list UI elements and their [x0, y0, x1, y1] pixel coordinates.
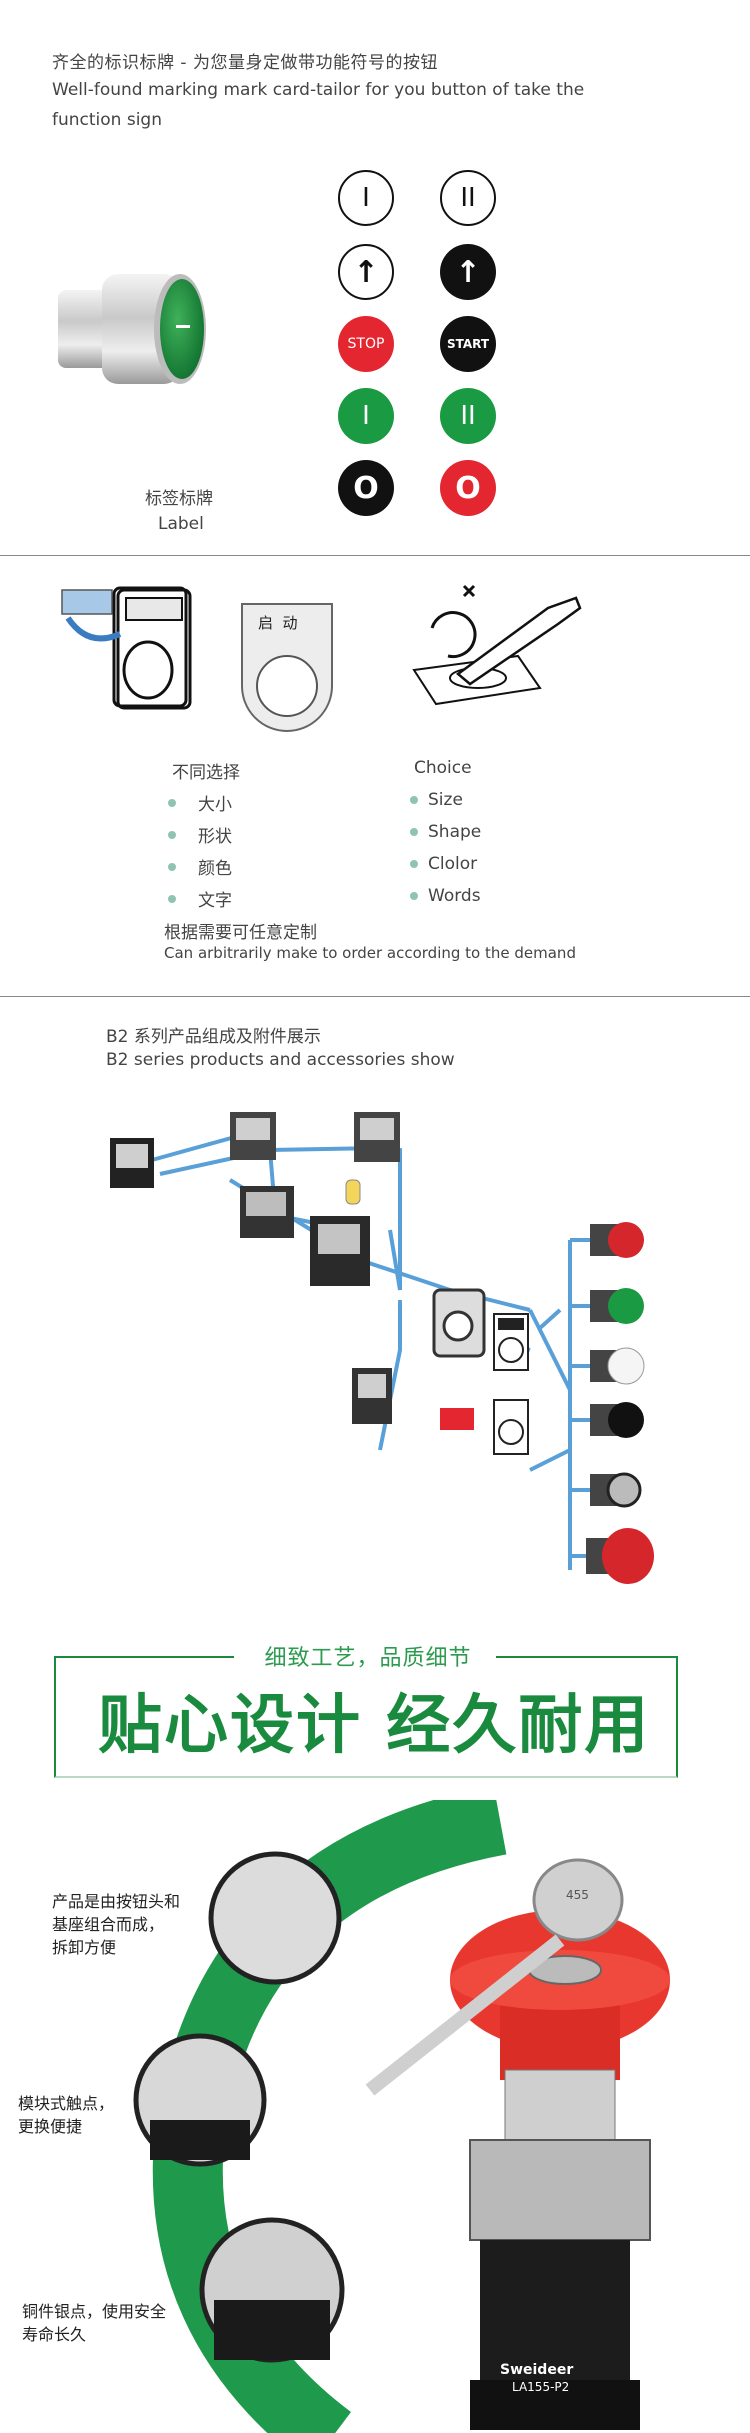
b2-series-exploded-diagram — [110, 1112, 654, 1584]
callout-modular-contacts: 模块式触点， 更换便捷 — [18, 2094, 115, 2136]
brand-label: Sweideer — [500, 2362, 574, 2378]
headline-frame-top-right — [496, 1656, 676, 1658]
choice-item-size-en: Size — [410, 790, 463, 810]
choice-heading-en: Choice — [414, 758, 472, 778]
bullet-icon — [410, 796, 418, 804]
symbol-ii-green: II — [440, 388, 496, 444]
plate-text: 启 动 — [258, 614, 298, 632]
bullet-icon — [168, 830, 176, 839]
symbol-ii-outline: II — [440, 170, 496, 226]
symbol-o-red: O — [440, 460, 496, 516]
headline-subtitle: 细致工艺，品质细节 — [264, 1646, 472, 1671]
choice-item-shape-en: Shape — [410, 822, 481, 842]
bullet-icon — [410, 892, 418, 900]
bullet-icon — [410, 828, 418, 836]
bullet-icon — [168, 798, 176, 807]
bullet-icon — [410, 860, 418, 868]
bullet-icon — [168, 894, 176, 903]
section1-title-en-2: function sign — [52, 110, 162, 130]
headline-frame-top-left — [54, 1656, 234, 1658]
choice-item-color-en: Clolor — [410, 854, 477, 874]
choice-item-size-cn: 大小 — [168, 790, 232, 815]
section-divider-1 — [0, 555, 750, 556]
label-cn: 标签标牌 — [145, 489, 213, 509]
callout-assembly: 产品是由按钮头和 基座组合而成， 拆卸方便 — [52, 1892, 181, 1957]
choice-item-words-cn: 文字 — [168, 886, 232, 911]
label-en: Label — [158, 514, 204, 534]
section1-title-en-1: Well-found marking mark card-tailor for … — [52, 80, 585, 100]
symbol-start: START — [440, 316, 496, 372]
section1-title-cn: 齐全的标识标牌 - 为您量身定做带功能符号的按钮 — [52, 53, 438, 73]
arrow-up-icon: ↑ — [338, 244, 394, 300]
symbol-i-green: I — [338, 388, 394, 444]
plate-illustration — [241, 603, 333, 732]
tool-illustration — [412, 584, 582, 706]
symbol-i-outline: I — [338, 170, 394, 226]
product-detail-illustration — [133, 1800, 670, 2433]
choice-heading-cn: 不同选择 — [172, 763, 240, 783]
symbol-stop: STOP — [338, 316, 394, 372]
section3-title-en: B2 series products and accessories show — [106, 1050, 455, 1070]
choice-item-words-en: Words — [410, 886, 481, 906]
section-divider-2 — [0, 996, 750, 997]
choice-item-shape-cn: 形状 — [168, 822, 232, 847]
headline-title: 贴心设计 经久耐用 — [98, 1689, 651, 1763]
label-holder-illustration — [61, 586, 192, 710]
customize-note-cn: 根据需要可任意定制 — [164, 923, 317, 943]
bullet-icon — [168, 862, 176, 871]
arrow-up-black-icon: ↑ — [440, 244, 496, 300]
section3-title-cn: B2 系列产品组成及附件展示 — [106, 1027, 321, 1047]
headline-frame — [54, 1656, 678, 1778]
customize-note-en: Can arbitrarily make to order according … — [164, 944, 576, 962]
callout-silver-contacts: 铜件银点，使用安全 寿命长久 — [22, 2302, 167, 2344]
green-button-illustration — [58, 274, 206, 384]
model-label: LA155-P2 — [512, 2380, 570, 2394]
symbol-o-black: O — [338, 460, 394, 516]
key-number: 455 — [566, 1888, 589, 1902]
choice-item-color-cn: 颜色 — [168, 854, 232, 879]
